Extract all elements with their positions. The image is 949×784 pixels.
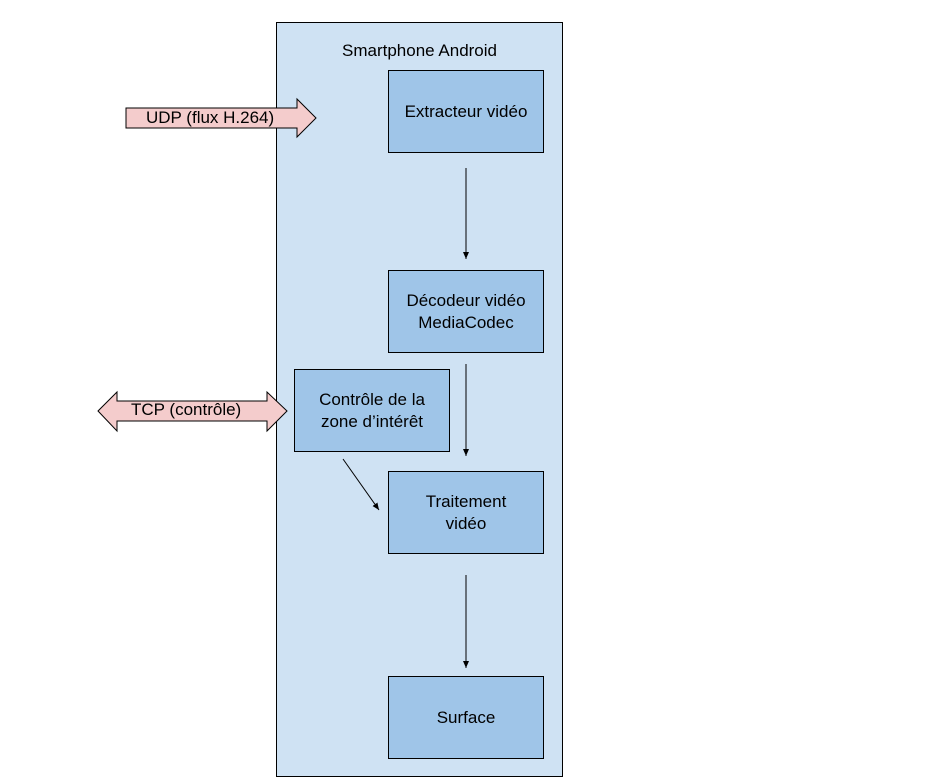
roi-control-box: Contrôle de la zone d’intérêt <box>294 369 450 452</box>
udp-input-label: UDP (flux H.264) <box>146 108 275 127</box>
video-decoder-box: Décodeur vidéo MediaCodec <box>388 270 544 353</box>
video-processing-box: Traitement vidéo <box>388 471 544 554</box>
container-title: Smartphone Android <box>342 41 497 60</box>
video-extractor-box: Extracteur vidéo <box>388 70 544 153</box>
surface-box: Surface <box>388 676 544 759</box>
tcp-control-label: TCP (contrôle) <box>131 400 242 419</box>
